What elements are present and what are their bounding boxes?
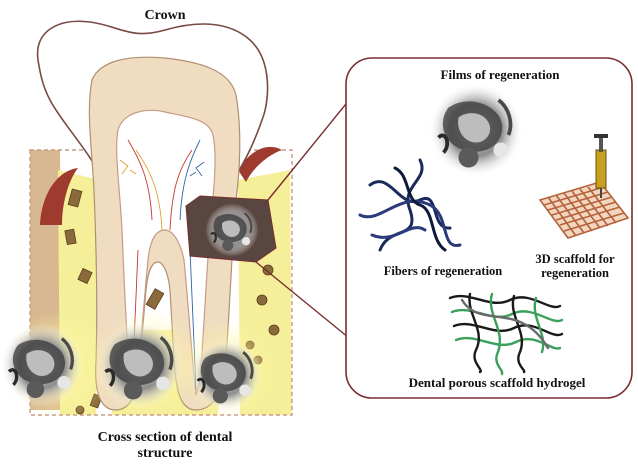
cross-section-label: Cross section of dental structure (70, 430, 260, 462)
hydrogel-label: Dental porous scaffold hydrogel (372, 376, 622, 391)
callout-source-scaffold (186, 196, 276, 262)
porous-scaffold-sem-icon (96, 321, 183, 408)
porous-scaffold-sem-icon (0, 323, 84, 407)
scaffold-3d-label: 3D scaffold for regeneration (520, 252, 630, 281)
porous-scaffold-sem-icon (429, 83, 524, 178)
films-label: Films of regeneration (400, 68, 600, 83)
embedded-scaffolds (0, 310, 280, 420)
porous-scaffold-sem-icon (190, 339, 262, 411)
crown-label: Crown (120, 8, 210, 24)
porous-scaffold-sem-icon (205, 203, 258, 256)
fibers-label: Fibers of regeneration (358, 264, 528, 278)
